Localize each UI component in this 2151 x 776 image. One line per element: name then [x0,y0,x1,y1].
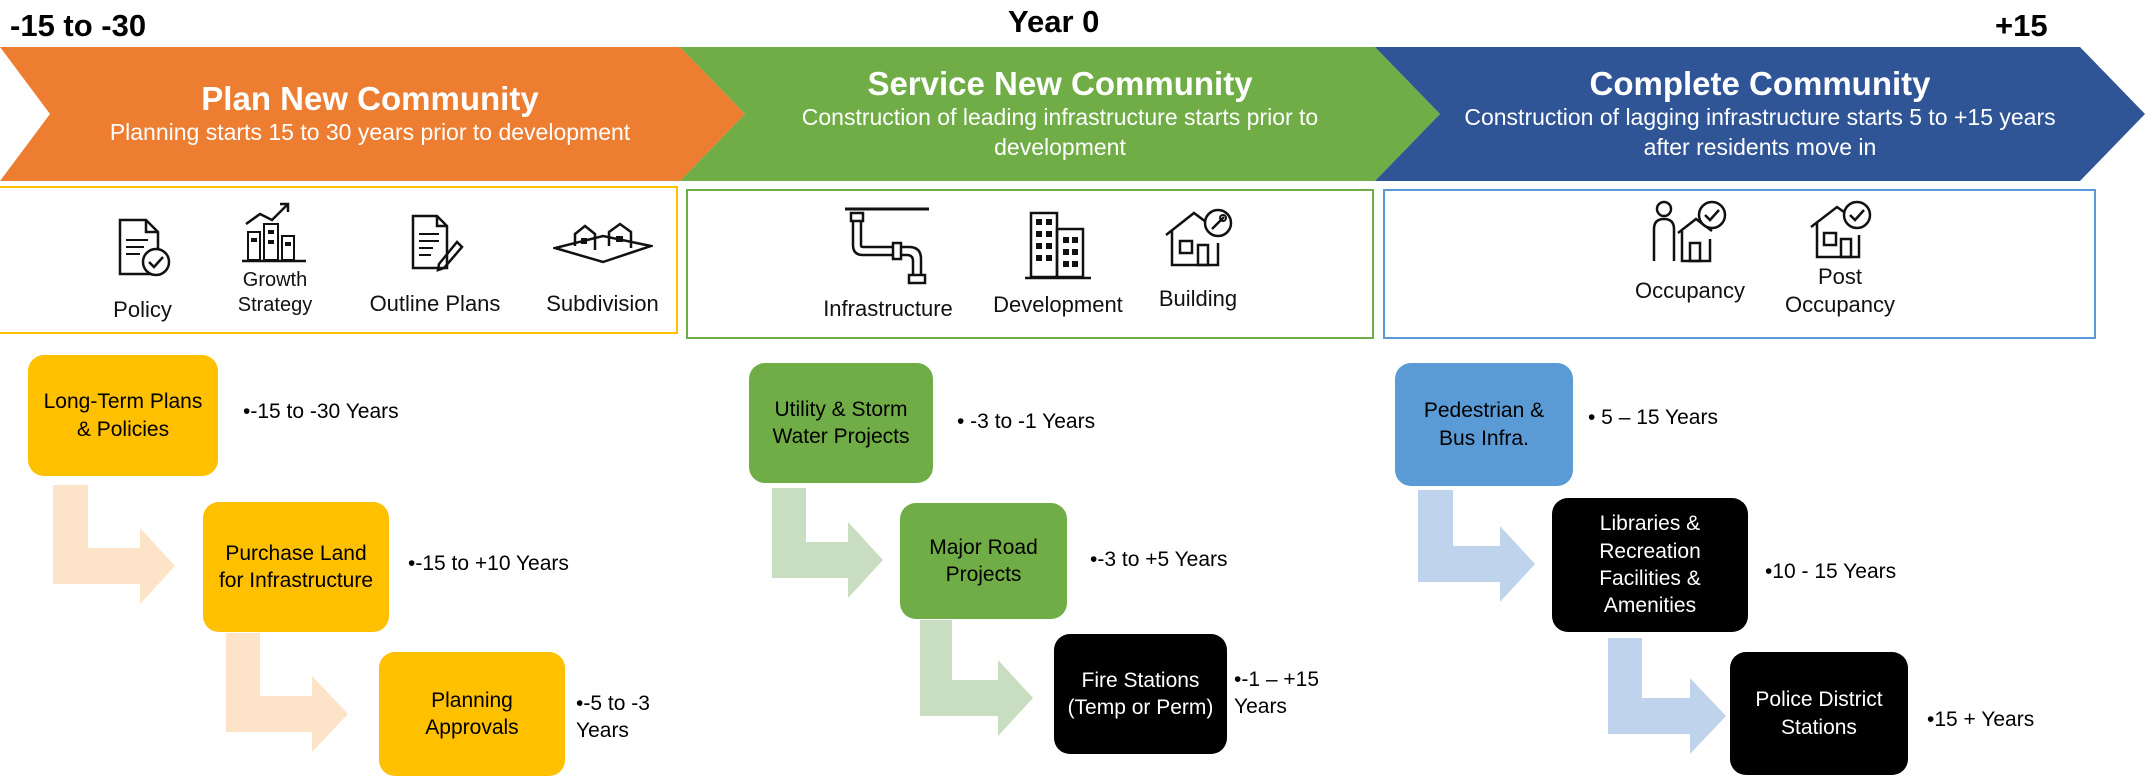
step-timing: •-15 to +10 Years [408,552,569,575]
icon-item-growth-strategy: Growth Strategy [225,198,325,318]
icon-label: Subdivision [546,291,659,316]
step-timing: • 5 – 15 Years [1588,406,1718,429]
connector-arrow [920,620,1033,736]
step-box-planning-approvals: Planning Approvals [379,652,565,776]
phase-subtitle: Construction of leading infrastructure s… [801,104,1319,160]
icon-item-policy: Policy [90,216,195,324]
house-gear-icon [1165,208,1233,267]
step-timing: •-3 to +5 Years [1090,548,1228,571]
step-box-long-term-plans: Long-Term Plans & Policies [28,355,218,476]
icon-box-plan: Policy Growth Strategy Outline Plans [0,186,678,334]
chevron-shape [680,47,1440,181]
step-box-major-road: Major Road Projects [900,503,1067,619]
house-check-icon [1810,200,1872,259]
phase-subtitle: Construction of lagging infrastructure s… [1464,104,2056,160]
phase-title: Plan New Community [201,80,539,118]
step-timing: •10 - 15 Years [1765,560,1897,583]
icon-label: Outline Plans [369,291,501,316]
connector-arrow [53,485,175,604]
phase-title: Service New Community [867,65,1253,103]
step-timing: •-5 to -3 Years [576,692,650,743]
office-buildings-icon [1025,211,1091,280]
step-box-police-stations: Police District Stations [1730,652,1908,775]
timeline-start-label: -15 to -30 [10,8,147,43]
growth-chart-buildings-icon [242,202,306,263]
timeline-end-label: +15 [1995,8,2048,43]
step-timing: •-1 – +15 Years [1234,668,1319,719]
icon-label: Growth Strategy [237,269,313,316]
step-box-utility-storm-water: Utility & Storm Water Projects [749,363,933,483]
icon-item-occupancy: Occupancy [1620,199,1760,305]
step-box-fire-stations: Fire Stations (Temp or Perm) [1054,634,1227,754]
connector-arrow [1608,638,1726,754]
subdivision-houses-icon [552,222,653,264]
chevron-shape [1375,47,2145,181]
icon-item-subdivision: Subdivision [535,218,670,318]
connector-arrow [1418,490,1535,602]
icon-label: Occupancy [1634,278,1746,303]
icon-box-service: Infrastructure Development Building [686,189,1374,339]
step-timing: • -3 to -1 Years [957,410,1096,433]
icon-item-post-occupancy: Post Occupancy [1770,199,1910,318]
icon-label: Infrastructure [823,296,953,321]
chevron-shape [0,47,745,181]
phase-banner-complete: Complete Community Construction of laggi… [1375,47,2145,181]
timeline-middle-label: Year 0 [1008,4,1100,39]
person-house-check-icon [1652,200,1727,263]
step-timing: •15 + Years [1927,708,2035,731]
phase-title: Complete Community [1589,65,1931,103]
icon-item-infrastructure: Infrastructure [808,205,968,323]
icon-label: Development [993,292,1123,317]
step-box-purchase-land: Purchase Land for Infrastructure [203,502,389,632]
icon-item-building: Building [1133,205,1263,313]
step-timing: •-15 to -30 Years [243,400,399,423]
icon-item-outline-plans: Outline Plans [360,212,510,318]
phase-subtitle: Planning starts 15 to 30 years prior to … [109,119,631,146]
icon-label: Post Occupancy [1784,264,1896,317]
phase-banner-plan: Plan New Community Planning starts 15 to… [0,47,745,181]
phase-banner-service: Service New Community Construction of le… [680,47,1440,181]
step-box-pedestrian-bus: Pedestrian & Bus Infra. [1395,363,1573,486]
connector-arrow [772,488,883,598]
icon-label: Building [1158,286,1238,311]
icon-box-complete: Occupancy Post Occupancy [1383,189,2096,339]
icon-label: Policy [113,297,172,322]
step-box-libraries-recreation: Libraries & Recreation Facilities & Amen… [1552,498,1748,632]
pipe-infrastructure-icon [845,207,929,285]
outline-plan-document-pen-icon [411,214,464,272]
icon-item-development: Development [978,205,1138,319]
policy-document-check-icon [118,218,170,277]
connector-arrow [226,633,348,752]
